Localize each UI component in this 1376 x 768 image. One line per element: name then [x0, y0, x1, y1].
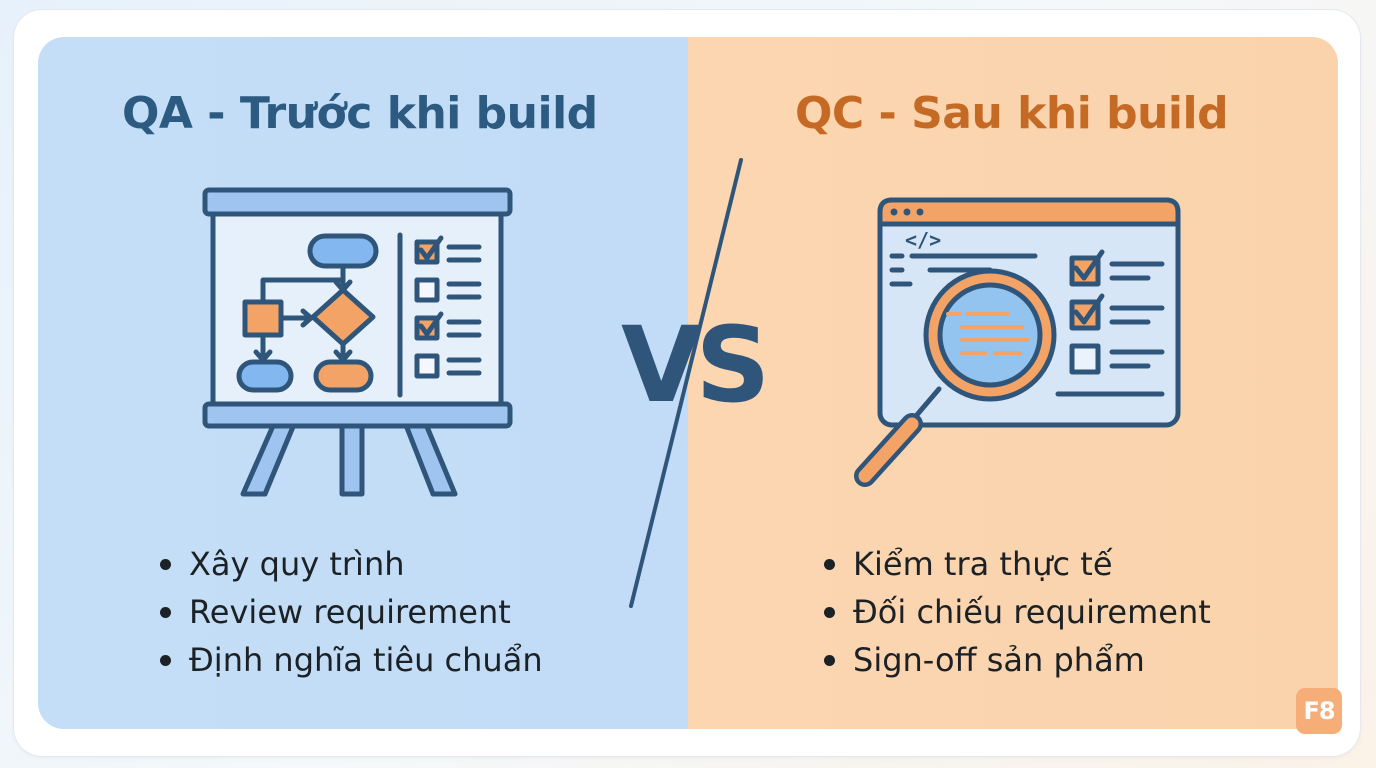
list-item: Review requirement [160, 588, 543, 636]
list-item: Kiểm tra thực tế [824, 540, 1211, 588]
list-item: Định nghĩa tiêu chuẩn [160, 636, 543, 684]
presentation-board-icon [202, 187, 513, 497]
qa-bullet-list: Xây quy trình Review requirement Định ng… [160, 540, 543, 684]
vs-divider: VS [600, 150, 770, 620]
code-tag-icon: </> [905, 228, 942, 252]
browser-magnifier-icon [854, 197, 1181, 487]
qa-title: QA - Trước khi build [122, 88, 598, 139]
qc-bullet-list: Kiểm tra thực tế Đối chiếu requirement S… [824, 540, 1211, 684]
qc-title: QC - Sau khi build [795, 88, 1229, 139]
list-item: Đối chiếu requirement [824, 588, 1211, 636]
list-item: Sign-off sản phẩm [824, 636, 1211, 684]
list-item: Xây quy trình [160, 540, 543, 588]
f8-logo: F8 [1296, 688, 1342, 734]
vs-label: VS [621, 304, 770, 426]
